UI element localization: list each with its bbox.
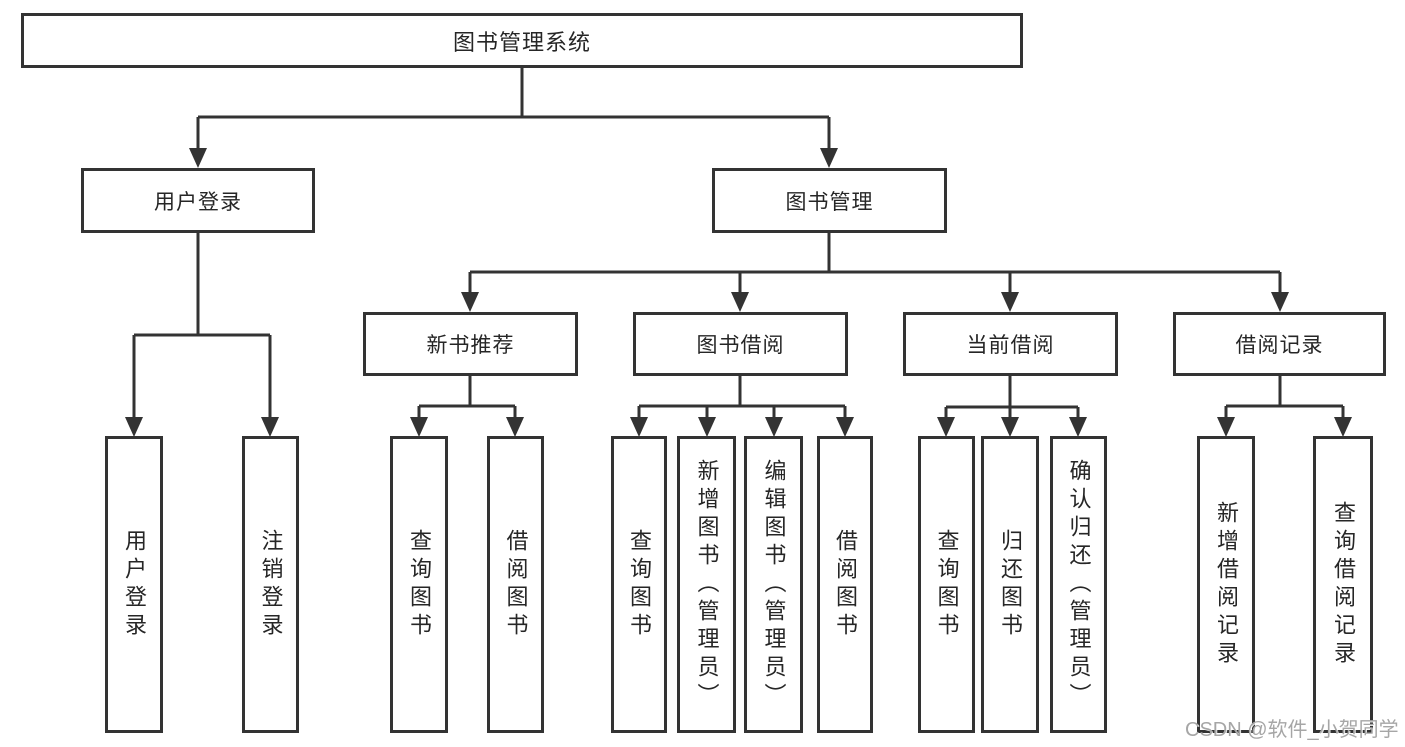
leaf-br-query-record: 查询借阅记录 (1313, 436, 1373, 733)
leaf-bb-borrow-books-label: 借阅图书 (833, 528, 858, 641)
leaf-br-query-record-label: 查询借阅记录 (1331, 500, 1356, 669)
leaf-nb-query-books: 查询图书 (390, 436, 448, 733)
leaf-cb-query-books: 查询图书 (918, 436, 975, 733)
node-book-management: 图书管理 (712, 168, 947, 233)
leaf-bb-borrow-books: 借阅图书 (817, 436, 873, 733)
node-current-borrow: 当前借阅 (903, 312, 1118, 376)
connector-book-borrow-children (630, 376, 854, 437)
connector-current-borrow-children (937, 376, 1087, 437)
leaf-nb-borrow-books-label: 借阅图书 (503, 528, 529, 641)
connector-book-mgmt-children (461, 233, 1289, 312)
node-root-system: 图书管理系统 (21, 13, 1023, 68)
node-book-borrow: 图书借阅 (633, 312, 848, 376)
leaf-user-login-label: 用户登录 (122, 528, 147, 641)
leaf-cb-query-books-label: 查询图书 (934, 528, 960, 641)
connector-root-to-level2 (189, 68, 838, 168)
leaf-cb-return-books: 归还图书 (981, 436, 1039, 733)
connector-borrow-records-children (1217, 376, 1352, 437)
leaf-cb-confirm-return-admin-label: 确认归还（管理员） (1066, 458, 1092, 711)
connector-new-book-children (410, 376, 524, 437)
leaf-logout-label: 注销登录 (258, 528, 284, 641)
leaf-bb-add-books-admin: 新增图书（管理员） (677, 436, 736, 733)
node-new-book-recommend: 新书推荐 (363, 312, 578, 376)
leaf-bb-query-books: 查询图书 (611, 436, 667, 733)
leaf-cb-confirm-return-admin: 确认归还（管理员） (1050, 436, 1107, 733)
leaf-bb-add-books-admin-label: 新增图书（管理员） (694, 458, 720, 711)
connector-user-login-children (125, 233, 279, 437)
csdn-watermark: CSDN @软件_小贺同学 (1185, 719, 1399, 741)
leaf-br-add-record-label: 新增借阅记录 (1214, 500, 1239, 669)
leaf-nb-query-books-label: 查询图书 (407, 528, 432, 641)
leaf-bb-edit-books-admin: 编辑图书（管理员） (744, 436, 803, 733)
node-user-login: 用户登录 (81, 168, 315, 233)
leaf-bb-query-books-label: 查询图书 (627, 528, 652, 641)
leaf-nb-borrow-books: 借阅图书 (487, 436, 544, 733)
leaf-cb-return-books-label: 归还图书 (998, 528, 1023, 641)
leaf-bb-edit-books-admin-label: 编辑图书（管理员） (761, 458, 787, 711)
leaf-user-login: 用户登录 (105, 436, 163, 733)
leaf-br-add-record: 新增借阅记录 (1197, 436, 1255, 733)
node-borrow-records: 借阅记录 (1173, 312, 1386, 376)
leaf-logout: 注销登录 (242, 436, 299, 733)
